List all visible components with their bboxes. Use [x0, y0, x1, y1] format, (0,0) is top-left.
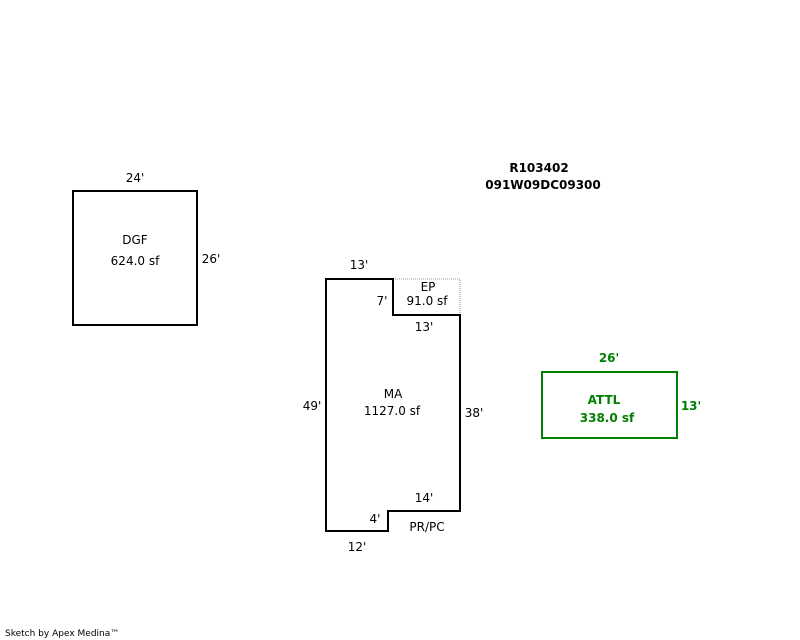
prpc-code: PR/PC — [409, 520, 444, 534]
dgf-outline — [72, 190, 198, 326]
ma-structure: 13' 49' 38' 7' 13' 14' 4' 12' MA 1127.0 … — [303, 258, 484, 554]
ep-code: EP — [421, 280, 436, 294]
attl-outline — [541, 371, 678, 439]
dgf-dim-top: 24' — [126, 171, 145, 185]
ma-code: MA — [384, 387, 403, 401]
dgf-dim-right: 26' — [202, 252, 221, 266]
footer-credit: Sketch by Apex Medina™ — [5, 629, 119, 639]
map-number: 091W09DC09300 — [485, 178, 601, 192]
ma-outline — [325, 278, 461, 532]
attl-dim-top: 26' — [599, 351, 619, 365]
attl-dim-right: 13' — [681, 399, 701, 413]
ma-dim-right: 38' — [465, 406, 484, 420]
ma-dim-notch-vertical: 7' — [377, 294, 388, 308]
ma-dim-left: 49' — [303, 399, 322, 413]
ma-dim-bottom: 12' — [348, 540, 367, 554]
ep-outline — [393, 278, 461, 315]
ep-structure: EP 91.0 sf — [393, 278, 461, 315]
ma-dim-top: 13' — [350, 258, 369, 272]
dgf-code: DGF — [122, 233, 148, 247]
attl-area: 338.0 sf — [580, 411, 635, 425]
dgf-area: 624.0 sf — [111, 254, 160, 268]
ma-dim-notch-horizontal: 13' — [415, 320, 434, 334]
ep-area: 91.0 sf — [406, 294, 448, 308]
dgf-structure: 24' 26' DGF 624.0 sf — [72, 171, 221, 326]
ma-dim-lower-right: 14' — [415, 491, 434, 505]
ma-area: 1127.0 sf — [364, 404, 421, 418]
attl-structure: 26' 13' ATTL 338.0 sf — [541, 351, 701, 439]
parcel-id: R103402 — [509, 161, 568, 175]
ma-dim-step: 4' — [370, 512, 381, 526]
attl-code: ATTL — [588, 393, 621, 407]
